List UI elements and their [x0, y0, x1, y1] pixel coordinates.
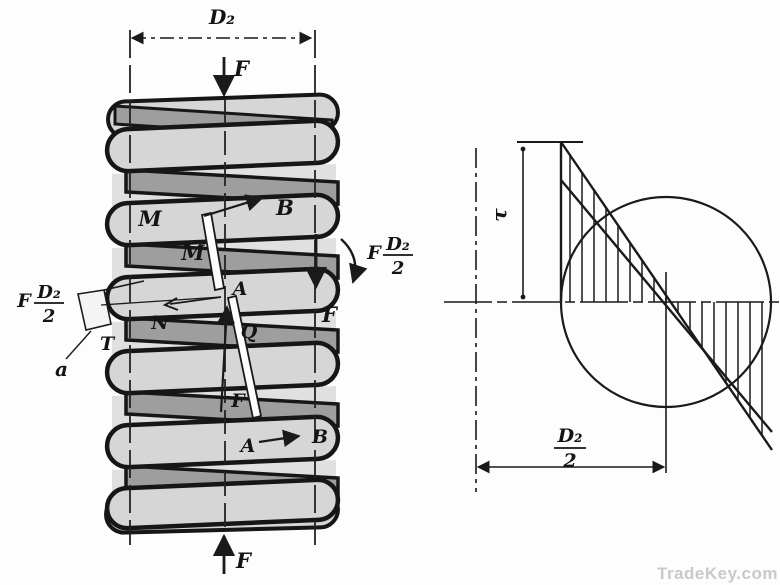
force-top-label: F — [233, 56, 251, 81]
cut-strip-lower — [226, 294, 263, 420]
tangent-arrow-upper — [203, 194, 264, 218]
dim-d2-label: D₂ — [208, 5, 235, 29]
coil-turn — [104, 118, 341, 174]
force-bottom-label: F — [235, 548, 253, 573]
point-a-lower-label: A — [239, 435, 256, 457]
moment-label-right: F D₂ 2 — [366, 234, 413, 279]
cut-flap-edge — [103, 280, 145, 291]
normal-label: N — [150, 312, 169, 334]
stress-line-torsion — [560, 141, 773, 451]
dimension-d2-half: D₂ 2 — [476, 425, 666, 474]
dim-d2-half-num: D₂ — [557, 425, 583, 447]
coil-turn — [104, 414, 341, 470]
tau-label: τ — [487, 208, 511, 222]
section-label: a — [55, 357, 68, 381]
force-cut-label: F — [230, 390, 246, 412]
spring-diagram: D₂ F F F F D₂ 2 F D₂ 2 T a — [16, 5, 413, 574]
point-a-mid-label: A — [231, 278, 248, 300]
coil-turn — [104, 477, 341, 531]
svg-text:2: 2 — [391, 258, 405, 279]
torque-label: T — [100, 333, 116, 355]
stress-line-resultant — [560, 179, 773, 433]
moment-label-left: F D₂ 2 — [16, 282, 64, 327]
svg-text:D₂: D₂ — [385, 234, 410, 255]
coil-turns — [104, 118, 341, 531]
normal-force-arrow — [169, 296, 222, 305]
cut-force-arrow — [217, 305, 235, 413]
tangent-arrow-lower — [258, 429, 301, 448]
svg-text:F: F — [16, 290, 32, 312]
moment-lower-label: M — [180, 240, 205, 265]
section-leader-line — [65, 330, 92, 360]
moment-upper-label: M — [137, 206, 162, 231]
point-b-upper-label: B — [275, 195, 294, 220]
shear-label: Q — [241, 321, 258, 343]
axis-line-to-flap — [100, 296, 222, 306]
point-b-lower-label: B — [311, 426, 328, 448]
dimension-tau: τ — [487, 146, 526, 300]
dim-d2-half-den: 2 — [562, 450, 576, 472]
watermark-text: TradeKey.com — [657, 564, 778, 583]
svg-text:2: 2 — [42, 306, 56, 327]
force-right-label: F — [321, 302, 339, 327]
normal-force-arrowhead — [162, 297, 179, 311]
cut-flap — [77, 289, 112, 331]
svg-text:F: F — [366, 242, 382, 264]
coil-turn — [104, 192, 341, 248]
stress-diagram: τ D₂ 2 — [444, 141, 779, 492]
svg-text:D₂: D₂ — [36, 282, 61, 303]
dimension-d2-top: D₂ — [130, 5, 313, 45]
moment-arrow-right — [340, 238, 368, 284]
